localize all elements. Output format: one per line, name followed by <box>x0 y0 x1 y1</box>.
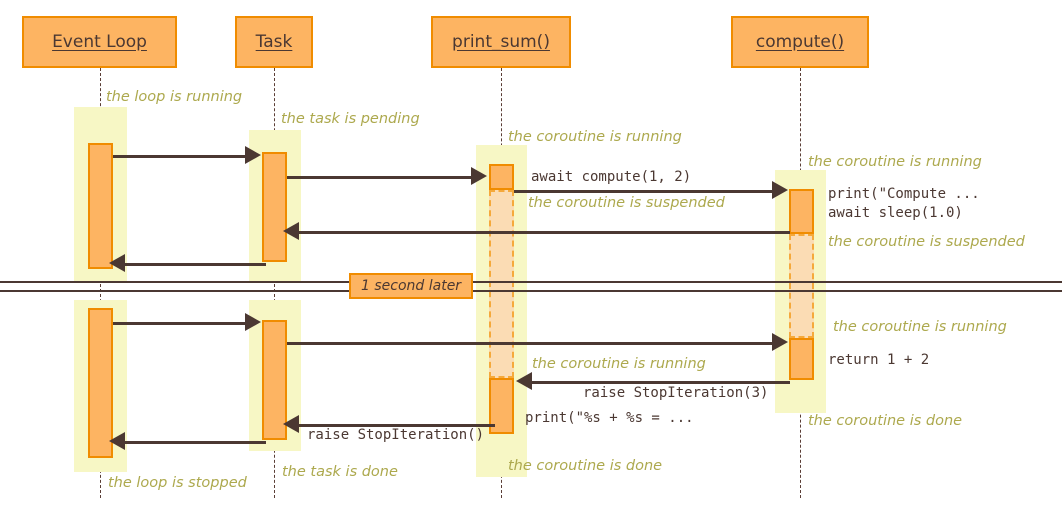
activation-task-2 <box>262 320 287 440</box>
participant-label: Event Loop <box>52 32 147 52</box>
message-raise-stopiteration: raise StopIteration() <box>307 427 485 443</box>
participant-event-loop[interactable]: Event Loop <box>22 16 177 68</box>
participant-label: Task <box>255 32 293 52</box>
note-compute-running-1: the coroutine is running <box>808 154 982 170</box>
arrow-line-loop-to-task <box>113 155 253 158</box>
arrow-head-task-to-loop-2 <box>109 432 125 450</box>
participant-print-sum[interactable]: print_sum() <box>431 16 571 68</box>
arrow-line-printsum-to-compute <box>514 190 781 193</box>
arrow-head-printsum-to-compute <box>772 181 788 199</box>
activation-print-sum-1 <box>489 164 514 190</box>
lifeline-task <box>274 68 275 498</box>
activation-event-loop-2 <box>88 308 113 458</box>
message-compute-return: return 1 + 2 <box>828 352 930 368</box>
activation-print-sum-suspended <box>489 190 514 378</box>
note-task-pending: the task is pending <box>281 111 420 127</box>
note-loop-running: the loop is running <box>106 89 243 105</box>
arrow-head-compute-to-printsum <box>516 372 532 390</box>
participant-task[interactable]: Task <box>235 16 313 68</box>
arrow-line-loop-to-task-2 <box>113 322 253 325</box>
note-printsum-running-2: the coroutine is running <box>532 356 706 372</box>
note-task-done: the task is done <box>282 464 398 480</box>
message-raise-stopiteration-3: raise StopIteration(3) <box>583 385 769 401</box>
lifeline-event-loop <box>100 68 101 498</box>
arrow-line-compute-to-task <box>295 231 790 234</box>
participant-compute[interactable]: compute() <box>731 16 869 68</box>
arrow-line-printsum-to-task <box>295 424 495 427</box>
participant-label: compute() <box>755 32 845 52</box>
activation-event-loop-1 <box>88 143 113 269</box>
arrow-head-printsum-to-task <box>283 415 299 433</box>
message-compute-sleep: await sleep(1.0) <box>828 205 963 221</box>
activation-compute-1 <box>789 189 814 234</box>
note-printsum-done: the coroutine is done <box>508 458 663 474</box>
arrow-line-task-to-loop-2 <box>121 441 266 444</box>
arrow-line-compute-to-printsum <box>528 381 790 384</box>
divider-label-box: 1 second later <box>349 273 474 299</box>
arrow-line-task-to-loop <box>121 263 266 266</box>
note-compute-running-2: the coroutine is running <box>833 319 1007 335</box>
message-compute-print: print("Compute ... <box>828 186 980 202</box>
note-printsum-running-1: the coroutine is running <box>508 129 682 145</box>
message-await-compute: await compute(1, 2) <box>531 169 692 185</box>
activation-compute-2 <box>789 338 814 380</box>
arrow-head-compute-to-task <box>283 222 299 240</box>
arrow-head-loop-to-task <box>245 146 261 164</box>
divider-line-top <box>0 281 1062 283</box>
message-printsum-print: print("%s + %s = ... <box>525 410 694 426</box>
arrow-head-loop-to-task-2 <box>245 313 261 331</box>
arrow-head-task-to-compute <box>772 333 788 351</box>
arrow-head-task-to-printsum <box>471 167 487 185</box>
note-compute-done: the coroutine is done <box>808 413 963 429</box>
note-compute-suspended: the coroutine is suspended <box>828 234 1025 250</box>
divider-label: 1 second later <box>361 278 462 294</box>
activation-task-1 <box>262 152 287 262</box>
note-loop-stopped: the loop is stopped <box>108 475 247 491</box>
divider-line-bottom <box>0 290 1062 292</box>
activation-compute-suspended <box>789 234 814 338</box>
arrow-line-task-to-printsum <box>287 176 480 179</box>
arrow-head-task-to-loop <box>109 254 125 272</box>
arrow-line-task-to-compute <box>287 342 781 345</box>
note-printsum-suspended: the coroutine is suspended <box>528 195 725 211</box>
participant-label: print_sum() <box>452 32 550 52</box>
